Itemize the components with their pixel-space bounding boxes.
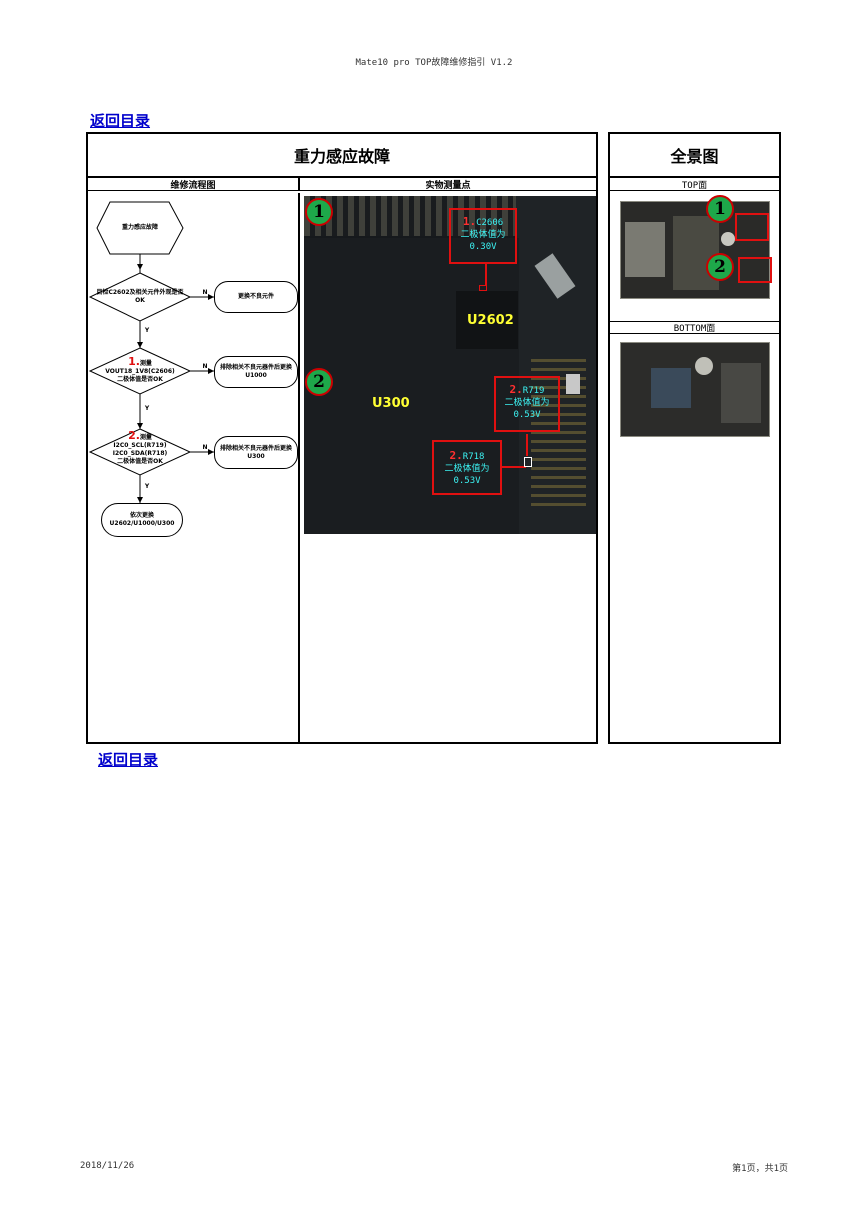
- c2606-point: [479, 285, 487, 291]
- r718-measurement: 2.R718 二极体值为 0.53V: [444, 449, 490, 487]
- u2602-chip: [456, 291, 518, 349]
- c2606-measurement: 1.C2606 二极体值为 0.30V: [460, 215, 506, 253]
- flow-action-replace-u1000: 排除相关不良元器件后更换U1000: [214, 356, 298, 388]
- bottom-board-photo: [620, 342, 770, 437]
- flow-step3-line1: I2C0_SCL(R719): [113, 442, 167, 449]
- flow-step3-label: 2.测量 I2C0_SCL(R719) I2C0_SDA(R718) 二极体值是…: [96, 429, 184, 466]
- marker-2: 2: [305, 368, 333, 396]
- flow-step1-n: N: [202, 289, 208, 296]
- arrow-head: [137, 497, 143, 503]
- arrow-head: [208, 449, 214, 455]
- r718-point: [524, 457, 532, 467]
- arrow-head: [137, 264, 143, 270]
- flow-step2-n: N: [202, 363, 208, 370]
- r719-highlight: [494, 376, 560, 432]
- r718-highlight: [432, 440, 502, 495]
- flow-action-replace-u300: 排除相关不良元器件后更换U300: [214, 436, 298, 469]
- c2606-highlight: [449, 208, 517, 264]
- bottom-chip-area: [651, 368, 691, 408]
- back-to-toc-link-top[interactable]: 返回目录: [90, 112, 151, 130]
- start-hexagon: [96, 201, 184, 255]
- flow-step2-y: Y: [144, 405, 150, 412]
- flow-step2-measure: 测量: [139, 360, 152, 367]
- column-header-row: 维修流程图 实物测量点: [88, 178, 596, 191]
- flow-step2-label: 1.测量 VOUT18_1V8(C2606) 二极体值是否OK: [96, 355, 184, 384]
- camera-hole: [721, 232, 735, 246]
- bottom-component-area: [721, 363, 761, 423]
- arrow-head: [137, 423, 143, 429]
- top-highlight-2: [738, 257, 772, 283]
- page-header: Mate10 pro TOP故障维修指引 V1.2: [355, 58, 513, 68]
- shield-clip-2: [566, 374, 580, 394]
- flow-step1-label: 目检C2602及相关元件外观是否OK: [96, 289, 184, 304]
- fault-title: 重力感应故障: [88, 134, 596, 178]
- flow-action-replace-part: 更换不良元件: [214, 281, 298, 313]
- r718-leader-line: [502, 466, 526, 468]
- flow-end-terminal: 依次更换U2602/U1000/U300: [101, 503, 183, 537]
- arrow-head: [208, 294, 214, 300]
- flow-step2-line1: VOUT18_1V8(C2606): [105, 368, 175, 375]
- measurement-photo-cell: U2602 U300 1 2 1.C2606 二极体值为 0.30V 2.R71…: [300, 193, 596, 742]
- top-side-panel: 1 2: [610, 191, 779, 321]
- flow-step3-num: 2.: [128, 429, 140, 442]
- flow-step2-num: 1.: [128, 355, 140, 368]
- top-marker-1: 1: [706, 195, 734, 223]
- overview-table: 全景图 TOP面 1 2 BOTTOM面: [608, 132, 781, 744]
- flow-step3-line2: I2C0_SDA(R718): [112, 450, 168, 457]
- arrow-head: [208, 368, 214, 374]
- u2602-label: U2602: [467, 313, 514, 328]
- photo-column-header: 实物测量点: [425, 180, 471, 191]
- u300-chip: [304, 238, 519, 534]
- footer-date: 2018/11/26: [80, 1161, 135, 1171]
- bottom-side-header: BOTTOM面: [610, 321, 779, 334]
- flow-step3-measure: 测量: [139, 434, 152, 441]
- overview-title: 全景图: [610, 134, 779, 178]
- footer-page-number: 第1页，共1页: [732, 1164, 788, 1174]
- repair-flowchart: 重力感应故障 目检C2602及相关元件外观是否OK N Y 1.测量 VOUT1…: [88, 193, 300, 742]
- flow-step1-y: Y: [144, 327, 150, 334]
- flow-step3-y: Y: [144, 483, 150, 490]
- flow-step3-n: N: [202, 444, 208, 451]
- top-highlight-1: [735, 213, 769, 241]
- top-side-header: TOP面: [610, 178, 779, 191]
- board-photo: U2602 U300 1 2 1.C2606 二极体值为 0.30V 2.R71…: [304, 196, 596, 534]
- main-table: 重力感应故障 维修流程图 实物测量点: [86, 132, 598, 744]
- arrow-head: [137, 342, 143, 348]
- u300-label: U300: [372, 396, 410, 411]
- flowchart-shapes: [88, 201, 214, 503]
- flow-start-label: 重力感应故障: [121, 224, 158, 231]
- bottom-camera-hole: [695, 357, 713, 375]
- bottom-side-panel: [610, 334, 779, 454]
- c2606-leader-line: [485, 264, 487, 286]
- top-marker-2: 2: [706, 253, 734, 281]
- flow-step2-line2: 二极体值是否OK: [117, 376, 163, 383]
- flow-step3-line3: 二极体值是否OK: [117, 458, 163, 465]
- r719-leader-line: [526, 434, 528, 456]
- sim-tray: [625, 222, 665, 277]
- marker-1: 1: [305, 198, 333, 226]
- back-to-toc-link-bottom[interactable]: 返回目录: [98, 751, 159, 769]
- flow-column-header: 维修流程图: [88, 178, 300, 191]
- r719-measurement: 2.R719 二极体值为 0.53V: [504, 383, 550, 421]
